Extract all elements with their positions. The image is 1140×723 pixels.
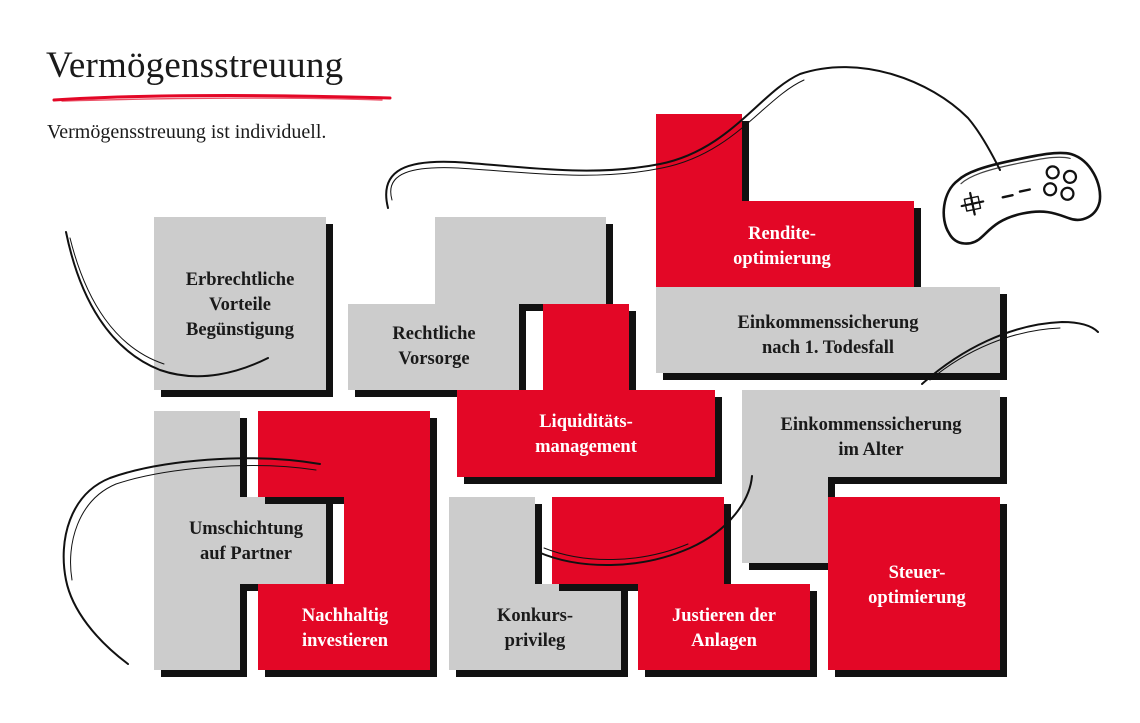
- block-label-line: Rechtliche: [392, 324, 476, 344]
- block-einkommenssicherung-alter: [742, 390, 1007, 570]
- block-label-line: nach 1. Todesfall: [761, 338, 895, 358]
- block-label-line: Steuer-: [888, 563, 946, 583]
- block-face: [828, 497, 1000, 670]
- block-label-steueroptimierung: Steuer-optimierung: [834, 561, 1000, 611]
- block-label-line: Konkurs-: [496, 606, 574, 626]
- block-face: [154, 411, 326, 670]
- block-label-line: Anlagen: [691, 631, 757, 651]
- decor-swirl-center: [537, 475, 753, 567]
- block-face: [552, 497, 810, 670]
- decor-swirl-bottom-left: [62, 457, 321, 665]
- block-liquiditaetsmanagement: [457, 304, 722, 484]
- block-label-umschichtung-partner: Umschichtung auf Partner: [160, 517, 332, 567]
- decor-swirl-left: [65, 231, 269, 378]
- decor-swirl-right-thin: [929, 327, 1061, 381]
- gamepad-icon: [942, 151, 1102, 245]
- block-label-renditeoptimierung: Rendite-optimierung: [664, 222, 900, 272]
- block-label-einkommenssicherung-todesfall: Einkommenssicherung nach 1. Todesfall: [656, 311, 1000, 361]
- block-label-line: management: [535, 437, 637, 457]
- block-label-line: Erbrechtliche: [185, 270, 295, 290]
- block-nachhaltig-investieren: [258, 411, 437, 677]
- block-label-line: Nachhaltig: [301, 606, 389, 626]
- block-label-nachhaltig-investieren: Nachhaltig investieren: [260, 604, 430, 654]
- block-label-line: Liquiditäts-: [539, 412, 633, 432]
- block-umschichtung-partner: [154, 411, 333, 677]
- block-label-line: Einkommenssicherung: [780, 415, 962, 435]
- title-underline: [52, 94, 392, 102]
- block-renditeoptimierung: [656, 114, 921, 294]
- subtitle: Vermögensstreuung ist individuell.: [47, 121, 327, 143]
- block-einkommenssicherung-todesfall: [656, 287, 1007, 380]
- block-face: [449, 497, 621, 670]
- block-label-line: optimierung: [868, 588, 966, 608]
- block-label-liquiditaetsmanagement: Liquiditäts-management: [460, 410, 712, 460]
- decor-swirl-right: [921, 321, 1099, 385]
- page-title: Vermögensstreuung: [46, 45, 344, 86]
- block-steueroptimierung: [828, 497, 1007, 677]
- block-face: [154, 217, 326, 390]
- decor-swirl-center-thin: [543, 543, 689, 561]
- block-rechtliche-vorsorge: [348, 217, 613, 397]
- block-label-line: privileg: [504, 631, 566, 651]
- block-label-konkursprivileg: Konkurs-privileg: [449, 604, 621, 654]
- block-face: [258, 411, 430, 670]
- block-face: [457, 304, 715, 477]
- block-erbrechtliche-vorteile: [154, 217, 333, 397]
- block-face: [656, 287, 1000, 373]
- block-label-line: investieren: [302, 631, 388, 651]
- block-label-line: Rendite-: [748, 224, 816, 244]
- block-face: [656, 114, 914, 287]
- block-face: [742, 390, 1000, 563]
- block-label-line: Vorsorge: [398, 349, 470, 369]
- block-label-line: Begünstigung: [186, 320, 294, 340]
- block-label-line: Einkommenssicherung: [737, 313, 919, 333]
- decor-swirl-left-thin: [69, 237, 165, 365]
- block-label-line: Vorteile: [209, 295, 271, 315]
- decor-swirl-top: [385, 66, 1001, 209]
- block-justieren-anlagen: [552, 497, 817, 677]
- block-konkursprivileg: [449, 497, 628, 677]
- block-face: [348, 217, 606, 390]
- block-label-line: Justieren der: [672, 606, 776, 626]
- block-label-einkommenssicherung-alter: Einkommenssicherung im Alter: [742, 413, 1000, 463]
- block-label-line: im Alter: [838, 440, 904, 460]
- block-label-line: auf Partner: [200, 544, 292, 564]
- block-label-line: optimierung: [733, 249, 831, 269]
- block-label-line: Umschichtung: [188, 519, 304, 539]
- decor-swirl-top-thin: [390, 79, 805, 201]
- decor-swirl-bottom-left-thin: [70, 465, 317, 581]
